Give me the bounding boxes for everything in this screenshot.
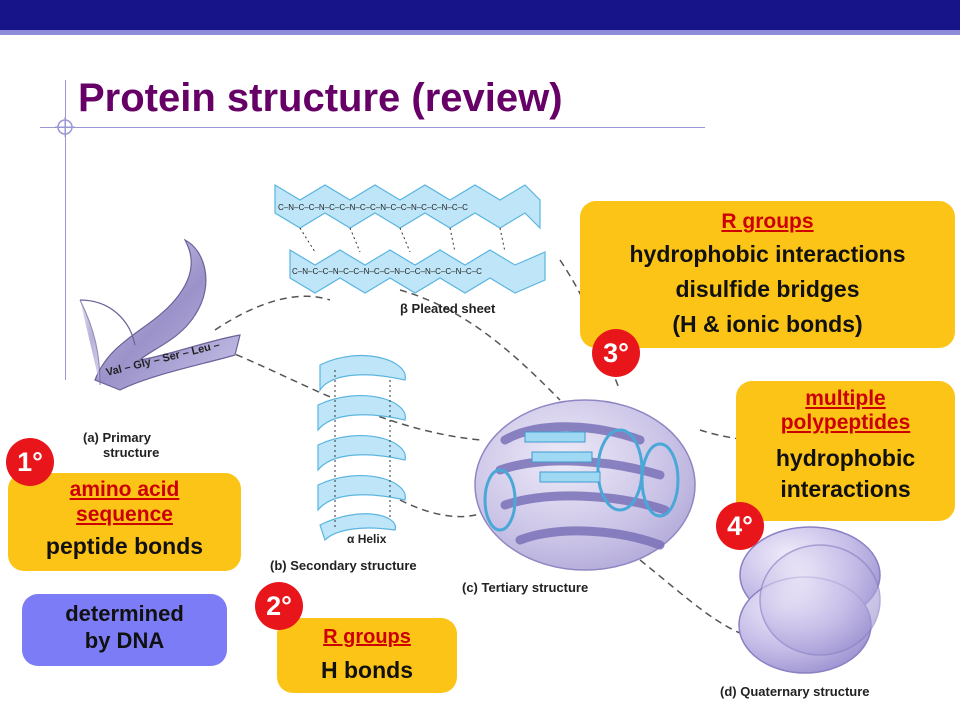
primary-heading-line-1: amino acid [69,478,180,501]
tertiary-structure [474,399,696,571]
tertiary-structure-callout: R groups hydrophobic interactions disulf… [580,201,955,348]
crosshair-icon [55,117,75,137]
page-title: Protein structure (review) [78,76,563,120]
dna-line-2: by DNA [84,628,165,653]
quaternary-heading-line-2: polypeptides [780,411,911,434]
primary-structure-callout: amino acid sequence peptide bonds [8,473,241,571]
quaternary-detail-1: hydrophobic [775,445,916,471]
primary-heading-line-2: sequence [76,503,173,526]
secondary-structure-callout: R groups H bonds [277,618,457,693]
alpha-helix [317,355,406,542]
dna-callout: determined by DNA [22,594,227,666]
tertiary-badge: 3° [592,329,640,377]
guide-line-horizontal [40,127,705,128]
pleated-sheet: C–N–C–C–N–C–C–N–C–C–N–C–C–N–C–C–N–C–C C–… [274,183,546,294]
tertiary-detail-3: (H & ionic bonds) [672,311,863,337]
helix-h-bonds [334,370,391,530]
tertiary-detail-1: hydrophobic interactions [629,241,906,267]
secondary-detail: H bonds [321,657,413,683]
tertiary-structure-label: (c) Tertiary structure [462,580,588,595]
primary-badge: 1° [6,438,54,486]
quaternary-structure [738,526,881,674]
guide-line-vertical [65,80,66,380]
top-banner-stripe [0,30,960,35]
primary-structure-label: (a) Primary structure [83,430,160,460]
dna-line-1: determined [65,601,184,626]
secondary-structure-label: (b) Secondary structure [270,558,417,573]
helix-label: α Helix [347,532,387,546]
quaternary-badge: 4° [716,502,764,550]
quaternary-structure-callout: multiple polypeptides hydrophobic intera… [736,381,955,521]
svg-text:C–N–C–C–N–C–C–N–C–C–N–C–C–N–C–: C–N–C–C–N–C–C–N–C–C–N–C–C–N–C–C–N–C–C [292,267,482,276]
quaternary-structure-label: (d) Quaternary structure [720,684,870,699]
tertiary-heading: R groups [721,210,814,233]
pleated-sheet-label: β Pleated sheet [400,301,496,316]
tertiary-detail-2: disulfide bridges [675,276,860,302]
primary-ribbon [79,238,241,391]
secondary-badge: 2° [255,582,303,630]
top-banner [0,0,960,30]
quaternary-heading-line-1: multiple [805,387,886,410]
secondary-heading: R groups [323,626,411,648]
quaternary-detail-2: interactions [780,476,911,502]
primary-detail: peptide bonds [45,533,204,559]
svg-text:C–N–C–C–N–C–C–N–C–C–N–C–C–N–C–: C–N–C–C–N–C–C–N–C–C–N–C–C–N–C–C–N–C–C [278,203,468,212]
